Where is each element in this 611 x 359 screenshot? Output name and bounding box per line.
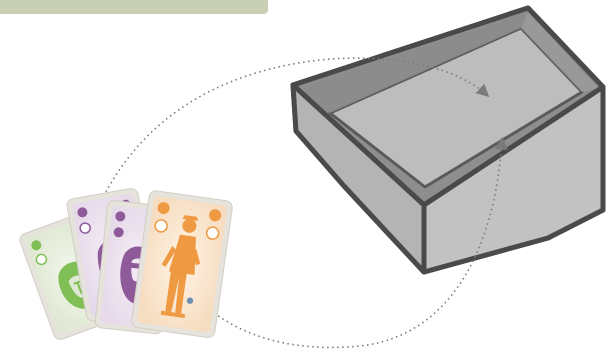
storage-box-icon [293, 8, 603, 272]
card-fan-icon [18, 187, 233, 341]
